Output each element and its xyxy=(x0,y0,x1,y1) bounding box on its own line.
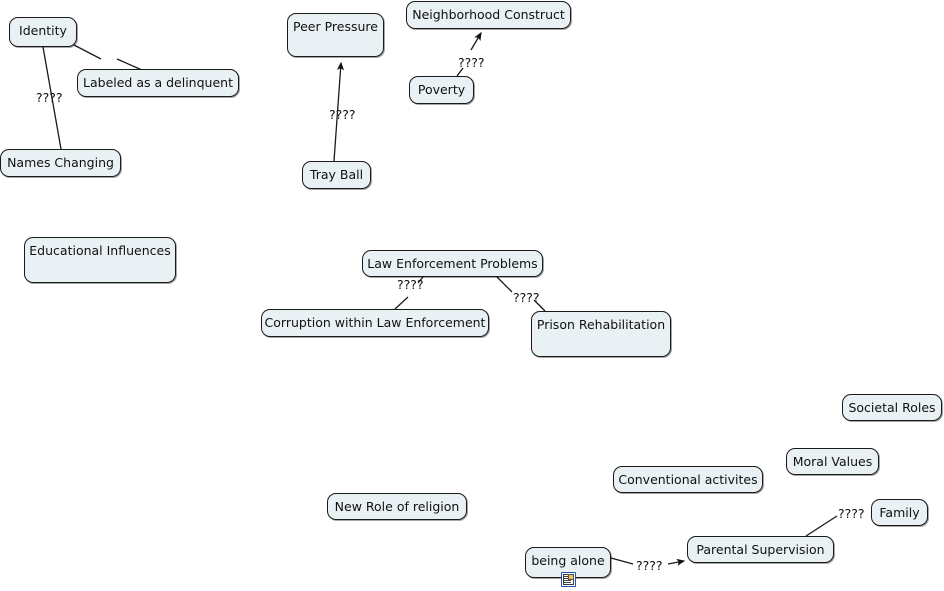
edge-segment xyxy=(470,31,482,51)
note-text-line xyxy=(564,578,571,579)
edge-segment xyxy=(394,296,409,310)
concept-node-label: Neighborhood Construct xyxy=(412,7,565,22)
concept-node-label: Law Enforcement Problems xyxy=(367,256,538,271)
note-text-line xyxy=(564,576,571,577)
concept-node-corruption[interactable]: Corruption within Law Enforcement xyxy=(261,309,489,337)
edge-label-identity-names_changing[interactable]: ???? xyxy=(36,90,63,105)
concept-node-tray_ball[interactable]: Tray Ball xyxy=(302,161,371,189)
edge-label-poverty-neighborhood[interactable]: ???? xyxy=(458,55,485,70)
edge-label-law_problems-corruption[interactable]: ???? xyxy=(397,277,424,292)
edge-segment xyxy=(496,276,513,293)
concept-node-societal_roles[interactable]: Societal Roles xyxy=(842,394,942,421)
concept-node-label: Corruption within Law Enforcement xyxy=(264,315,486,330)
note-document-icon[interactable] xyxy=(561,572,576,587)
concept-node-new_religion[interactable]: New Role of religion xyxy=(327,493,467,520)
concept-node-neighborhood[interactable]: Neighborhood Construct xyxy=(406,1,571,29)
concept-edge-identity-labeled[interactable] xyxy=(73,44,143,71)
concept-node-moral_values[interactable]: Moral Values xyxy=(786,448,879,475)
concept-node-being_alone[interactable]: being alone xyxy=(525,547,611,578)
concept-node-label: Parental Supervision xyxy=(696,542,825,557)
concept-node-family[interactable]: Family xyxy=(871,499,928,526)
concept-node-label: Names Changing xyxy=(7,155,114,170)
concept-node-conventional[interactable]: Conventional activites xyxy=(613,466,763,493)
concept-node-labeled[interactable]: Labeled as a delinquent xyxy=(77,69,239,97)
concept-node-label: Identity xyxy=(19,23,67,38)
edge-label-being_alone-parental[interactable]: ???? xyxy=(636,558,663,573)
edge-label-law_problems-prison_rehab[interactable]: ???? xyxy=(513,290,540,305)
concept-node-peer_pressure[interactable]: Peer Pressure xyxy=(287,13,384,57)
edge-segment xyxy=(805,515,838,537)
concept-node-label: Family xyxy=(879,505,920,520)
concept-node-label: Prison Rehabilitation xyxy=(536,317,666,332)
concept-node-label: Conventional activites xyxy=(618,472,758,487)
edge-label-family-parental[interactable]: ???? xyxy=(838,506,865,521)
edge-label-tray_ball-peer_pressure[interactable]: ???? xyxy=(329,107,356,122)
concept-node-label: Tray Ball xyxy=(309,167,364,182)
edge-segment xyxy=(610,557,634,565)
concept-node-label: Societal Roles xyxy=(848,400,936,415)
concept-node-label: Peer Pressure xyxy=(293,19,378,34)
note-badge-shape xyxy=(568,574,574,580)
concept-node-label: Labeled as a delinquent xyxy=(83,75,233,90)
concept-node-law_problems[interactable]: Law Enforcement Problems xyxy=(362,250,543,277)
concept-node-prison_rehab[interactable]: Prison Rehabilitation xyxy=(531,311,671,357)
concept-node-label: New Role of religion xyxy=(334,499,460,514)
note-text-line xyxy=(564,582,571,583)
concept-node-identity[interactable]: Identity xyxy=(9,17,77,47)
concept-node-label: Moral Values xyxy=(792,454,873,469)
concept-node-parental[interactable]: Parental Supervision xyxy=(687,536,834,563)
note-text-line xyxy=(564,580,571,581)
concept-node-names_changing[interactable]: Names Changing xyxy=(0,149,121,177)
concept-node-educational[interactable]: Educational Influences xyxy=(24,237,176,283)
concept-node-label: Educational Influences xyxy=(29,243,171,258)
concept-node-poverty[interactable]: Poverty xyxy=(409,76,474,104)
concept-node-label: being alone xyxy=(531,553,605,568)
edge-segment xyxy=(73,44,102,60)
concept-node-label: Poverty xyxy=(417,82,466,97)
edge-segment xyxy=(667,558,686,566)
